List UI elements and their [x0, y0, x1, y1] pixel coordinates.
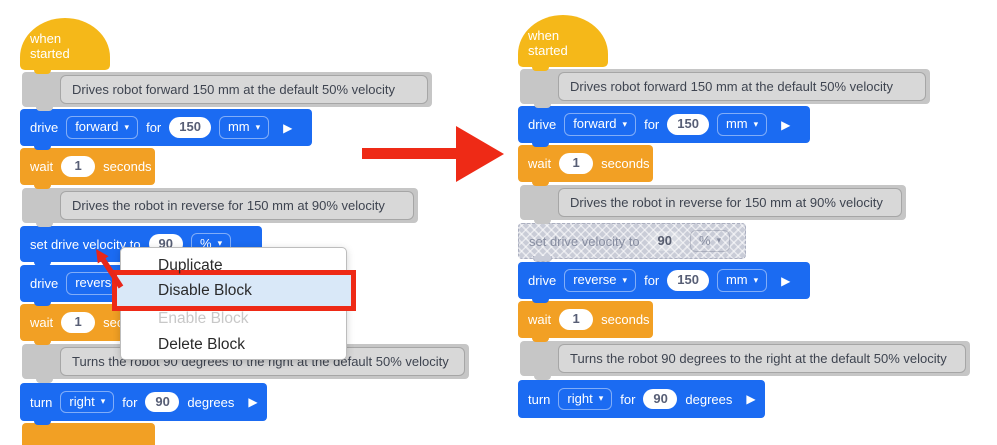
unit-dropdown[interactable]: mm ▾	[218, 116, 270, 139]
comment-text: Drives the robot in reverse for 150 mm a…	[60, 191, 414, 220]
drive-label: drive	[30, 120, 59, 135]
comment-text: Turns the robot 90 degrees to the right …	[558, 344, 966, 373]
degrees-input[interactable]: 90	[643, 388, 678, 410]
wait-label: wait	[528, 156, 552, 171]
set-drive-velocity-block-disabled[interactable]: set drive velocity to 90 % ▾	[518, 223, 746, 262]
chevron-down-icon: ▾	[124, 121, 130, 132]
chevron-down-icon: ▾	[598, 393, 604, 404]
turn-label: turn	[30, 394, 53, 410]
wait-seconds-input[interactable]: 1	[61, 312, 96, 333]
play-icon[interactable]: ▶	[781, 273, 791, 288]
for-label: for	[146, 120, 162, 135]
red-highlight-box	[112, 270, 356, 311]
comment-block-reverse[interactable]: Drives the robot in reverse for 150 mm a…	[520, 185, 906, 224]
for-label: for	[122, 394, 138, 410]
hat-label: when started	[30, 31, 70, 61]
wait-seconds-input[interactable]: 1	[559, 153, 594, 174]
when-started-hat-block[interactable]: when started	[20, 18, 110, 74]
degrees-label: degrees	[187, 394, 235, 410]
drive-forward-block[interactable]: drive forward ▾ for 150 mm ▾ ▶	[518, 106, 810, 147]
for-label: for	[644, 117, 660, 132]
drive-label: drive	[30, 276, 59, 291]
velocity-input[interactable]: 90	[647, 230, 683, 252]
seconds-label: seconds	[601, 156, 650, 171]
direction-dropdown[interactable]: reverse ▾	[564, 269, 637, 292]
chevron-down-icon: ▾	[716, 235, 722, 246]
wait-block[interactable]: wait 1 seconds	[518, 145, 653, 186]
percent-dropdown[interactable]: % ▾	[690, 229, 731, 253]
menu-item-delete-block[interactable]: Delete Block	[158, 336, 246, 353]
seconds-label: seconds	[601, 312, 650, 327]
comment-block-reverse[interactable]: Drives the robot in reverse for 150 mm a…	[22, 188, 418, 227]
comment-block-turn[interactable]: Turns the robot 90 degrees to the right …	[520, 341, 970, 380]
menu-item-enable-block: Enable Block	[158, 310, 249, 327]
degrees-input[interactable]: 90	[145, 391, 180, 413]
wait-block[interactable]: wait 1 seconds	[20, 148, 155, 189]
direction-dropdown[interactable]: forward ▾	[564, 113, 637, 136]
turn-direction-dropdown[interactable]: right ▾	[60, 390, 115, 414]
drive-label: drive	[528, 117, 557, 132]
chevron-down-icon: ▾	[753, 274, 759, 285]
play-icon[interactable]: ▶	[248, 395, 258, 409]
for-label: for	[644, 273, 660, 288]
wait-seconds-input[interactable]: 1	[61, 156, 96, 177]
block-context-menu: Duplicate Disable Block Enable Block Del…	[112, 247, 356, 360]
chevron-down-icon: ▾	[217, 238, 223, 249]
unit-dropdown[interactable]: mm ▾	[716, 113, 768, 136]
turn-right-block[interactable]: turn right ▾ for 90 degrees ▶	[518, 380, 765, 418]
comment-block-forward[interactable]: Drives robot forward 150 mm at the defau…	[22, 72, 432, 111]
chevron-down-icon: ▾	[100, 396, 106, 407]
comment-block-forward[interactable]: Drives robot forward 150 mm at the defau…	[520, 69, 930, 108]
direction-dropdown[interactable]: forward ▾	[66, 116, 139, 139]
play-icon[interactable]: ▶	[283, 120, 293, 135]
for-label: for	[620, 391, 636, 407]
comment-text: Drives the robot in reverse for 150 mm a…	[558, 188, 902, 217]
distance-input[interactable]: 150	[169, 117, 211, 138]
transition-arrow-icon	[362, 126, 504, 182]
unit-dropdown[interactable]: mm ▾	[716, 269, 768, 292]
chevron-down-icon: ▾	[622, 118, 628, 129]
cursor-arrow-icon	[96, 249, 124, 289]
set-velocity-label: set drive velocity to	[30, 236, 141, 252]
wait-label: wait	[30, 315, 54, 330]
chevron-down-icon: ▾	[622, 274, 628, 285]
chevron-down-icon: ▾	[753, 118, 759, 129]
distance-input[interactable]: 150	[667, 270, 709, 291]
partial-next-block[interactable]	[22, 423, 155, 445]
turn-right-block[interactable]: turn right ▾ for 90 degrees ▶	[20, 383, 267, 425]
turn-label: turn	[528, 391, 551, 407]
wait-block[interactable]: wait 1 seconds	[518, 301, 653, 342]
drive-reverse-block[interactable]: drive reverse ▾ for 150 mm ▾ ▶	[518, 262, 810, 303]
when-started-hat-block[interactable]: when started	[518, 15, 608, 71]
drive-forward-block[interactable]: drive forward ▾ for 150 mm ▾ ▶	[20, 109, 312, 150]
menu-item-duplicate[interactable]: Duplicate	[158, 257, 223, 274]
chevron-down-icon: ▾	[255, 121, 261, 132]
comment-text: Drives robot forward 150 mm at the defau…	[558, 72, 926, 101]
wait-label: wait	[528, 312, 552, 327]
turn-direction-dropdown[interactable]: right ▾	[558, 387, 613, 411]
hat-label: when started	[528, 28, 568, 58]
play-icon[interactable]: ▶	[781, 117, 791, 132]
comment-text: Drives robot forward 150 mm at the defau…	[60, 75, 428, 104]
play-icon[interactable]: ▶	[746, 392, 756, 406]
set-velocity-label: set drive velocity to	[529, 233, 640, 249]
menu-item-disable-block[interactable]: Disable Block	[158, 281, 252, 299]
seconds-label: seconds	[103, 159, 152, 174]
wait-seconds-input[interactable]: 1	[559, 309, 594, 330]
distance-input[interactable]: 150	[667, 114, 709, 135]
drive-label: drive	[528, 273, 557, 288]
degrees-label: degrees	[685, 391, 733, 407]
wait-label: wait	[30, 159, 54, 174]
